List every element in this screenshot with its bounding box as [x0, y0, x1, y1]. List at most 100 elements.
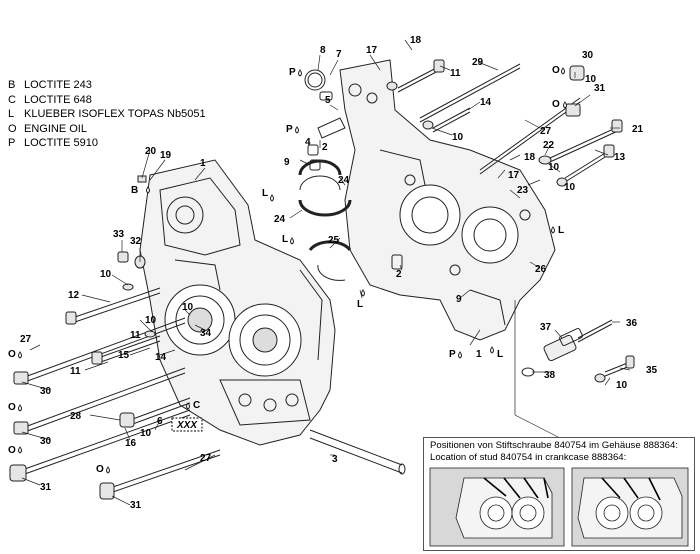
marker-p-2: P — [286, 124, 293, 135]
callout-14b: 14 — [480, 97, 492, 108]
material-markers: O O O O O O P P P B L L L L L C — [8, 65, 564, 475]
callout-31c: 31 — [594, 83, 606, 94]
marker-o-5: O — [552, 65, 560, 76]
callout-7: 7 — [336, 49, 342, 60]
marker-c: C — [193, 400, 200, 411]
callout-12: 12 — [68, 290, 80, 301]
callout-35: 35 — [646, 365, 658, 376]
oil-pump-assembly — [521, 327, 583, 377]
callout-10: 10 — [100, 269, 112, 280]
callout-10i: 10 — [616, 380, 628, 391]
marker-l-2: L — [282, 234, 288, 245]
callout-25: 25 — [328, 235, 340, 246]
callout-31a: 31 — [40, 482, 52, 493]
callout-8: 8 — [320, 45, 326, 56]
callout-30a: 30 — [40, 386, 52, 397]
marker-l-3: L — [357, 299, 363, 310]
marker-o-1: O — [8, 349, 16, 360]
callout-27c: 27 — [540, 126, 552, 137]
callout-6: 6 — [157, 416, 163, 427]
callout-21: 21 — [632, 124, 644, 135]
marker-b: B — [131, 185, 138, 196]
callout-5: 5 — [325, 95, 331, 106]
callout-16: 16 — [125, 438, 137, 449]
callout-18b: 18 — [524, 152, 536, 163]
callout-2a: 2 — [322, 142, 328, 153]
callout-28: 28 — [70, 411, 82, 422]
callout-30c: 30 — [582, 50, 594, 61]
part-tag-label: XXX — [176, 420, 198, 431]
marker-l-1: L — [262, 188, 268, 199]
left-studs — [21, 287, 406, 494]
callout-17b: 17 — [508, 170, 520, 181]
callout-24b: 24 — [274, 214, 286, 225]
marker-p-3: P — [449, 349, 456, 360]
callout-10c: 10 — [140, 428, 152, 439]
part-tag: XXX — [171, 417, 203, 432]
right-studs — [397, 63, 631, 377]
marker-o-3: O — [8, 445, 16, 456]
callout-24a: 24 — [338, 175, 350, 186]
left-crankcase-half — [139, 159, 336, 446]
callout-17a: 17 — [366, 45, 378, 56]
callout-27a: 27 — [20, 334, 32, 345]
leader-lines — [21, 39, 631, 506]
callout-20: 20 — [145, 146, 157, 157]
callout-1: 1 — [200, 158, 206, 169]
callout-13: 13 — [614, 152, 626, 163]
marker-l-4: L — [497, 349, 503, 360]
marker-o-2: O — [8, 402, 16, 413]
stud-location-inset: Positionen von Stiftschraube 840754 im G… — [423, 437, 695, 551]
callout-32: 32 — [130, 236, 142, 247]
oil-drop-markers — [18, 67, 567, 474]
marker-l-5: L — [558, 225, 564, 236]
right-crankcase-half — [339, 59, 556, 341]
right-nuts — [386, 59, 635, 383]
callout-10h: 10 — [564, 182, 576, 193]
callout-10b: 10 — [145, 315, 157, 326]
callout-11a: 11 — [130, 330, 141, 341]
callout-31b: 31 — [130, 500, 142, 511]
callout-10g: 10 — [548, 162, 560, 173]
callout-38: 38 — [544, 370, 556, 381]
callout-labels: 1 20 19 33 32 10 12 10 11 15 14 11 27 30… — [20, 35, 658, 511]
callout-36: 36 — [626, 318, 638, 329]
callout-1b: 1 — [476, 349, 482, 360]
callout-26: 26 — [535, 264, 547, 275]
callout-9a: 9 — [284, 157, 290, 168]
callout-15: 15 — [118, 350, 130, 361]
seals-and-bearings — [298, 69, 403, 281]
callout-10e: 10 — [452, 132, 464, 143]
callout-37: 37 — [540, 322, 552, 333]
marker-p-1: P — [289, 67, 296, 78]
callout-30b: 30 — [40, 436, 52, 447]
callout-10f: 10 — [585, 74, 597, 85]
callout-27b: 27 — [200, 453, 212, 464]
callout-3: 3 — [332, 454, 338, 465]
inset-caption-german: Positionen von Stiftschraube 840754 im G… — [430, 440, 679, 451]
callout-34: 34 — [200, 328, 212, 339]
callout-23: 23 — [517, 185, 529, 196]
marker-o-4: O — [96, 464, 104, 475]
inset-caption-english: Location of stud 840754 in crankcase 888… — [430, 452, 627, 463]
callout-22: 22 — [543, 140, 555, 151]
inset-caption: Positionen von Stiftschraube 840754 im G… — [430, 440, 678, 464]
callout-14: 14 — [155, 352, 167, 363]
callout-11c: 11 — [450, 68, 461, 79]
marker-o-6: O — [552, 99, 560, 110]
callout-4: 4 — [305, 137, 311, 148]
inset-crankcase-views — [429, 467, 689, 547]
callout-10d: 10 — [182, 302, 194, 313]
callout-18a: 18 — [410, 35, 422, 46]
callout-33: 33 — [113, 229, 125, 240]
callout-9b: 9 — [456, 294, 462, 305]
callout-19: 19 — [160, 150, 172, 161]
callout-2b: 2 — [396, 269, 402, 280]
